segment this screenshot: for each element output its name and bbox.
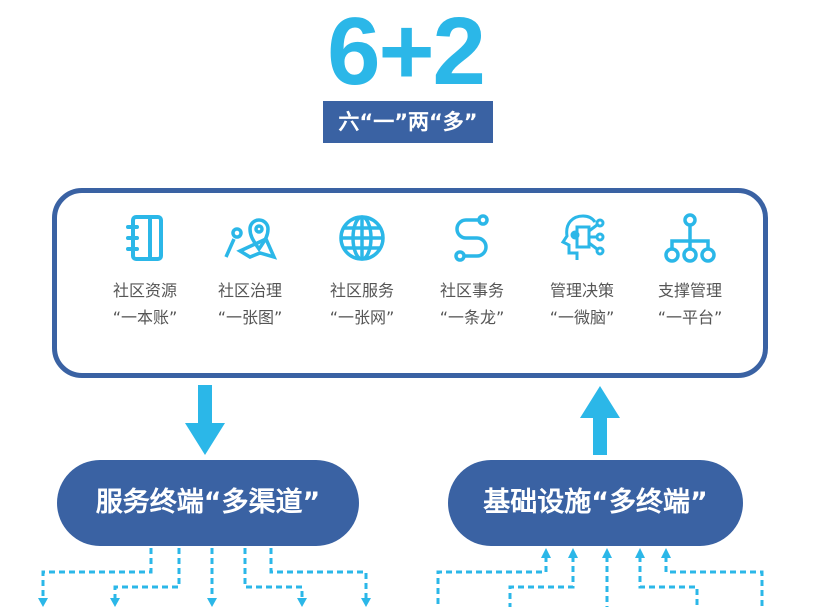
main-title: 6+2 — [327, 0, 486, 105]
module-title: 社区资源 — [112, 281, 177, 300]
right-dotted-lines — [436, 556, 764, 607]
module-subtitle: “一微脑” — [549, 308, 615, 327]
map-pin-icon — [224, 218, 278, 260]
module-subtitle: “一张网” — [329, 308, 395, 327]
path-icon — [454, 214, 489, 262]
modules-panel: 社区资源 “一本账” 社区治理 “一张图” 社区服务 “一张网” 社区事务 “一… — [52, 188, 768, 378]
module-platform: 支撑管理 “一平台” — [635, 213, 745, 331]
subtitle-banner: 六“一”两“多” — [323, 101, 493, 143]
module-decision: 管理决策 “一微脑” — [527, 213, 637, 331]
hierarchy-icon — [664, 213, 716, 263]
right-arrowheads — [541, 548, 671, 558]
module-subtitle: “一张图” — [217, 308, 283, 327]
module-service: 社区服务 “一张网” — [307, 213, 417, 331]
module-subtitle: “一条龙” — [439, 308, 505, 327]
left-dotted-lines — [41, 548, 368, 600]
notebook-icon — [126, 215, 163, 261]
up-arrow — [580, 386, 620, 455]
down-arrow — [185, 385, 225, 455]
ai-head-icon — [560, 214, 605, 260]
left-arrowheads — [38, 598, 371, 607]
module-title: 支撑管理 — [657, 281, 722, 300]
module-title: 社区事务 — [439, 281, 504, 300]
module-title: 社区治理 — [217, 281, 282, 300]
module-title: 社区服务 — [329, 281, 394, 300]
module-subtitle: “一本账” — [112, 308, 178, 327]
service-terminal-pill: 服务终端“多渠道” — [57, 460, 359, 546]
globe-icon — [339, 215, 385, 261]
module-title: 管理决策 — [549, 281, 614, 300]
module-resources: 社区资源 “一本账” — [90, 213, 200, 331]
infrastructure-pill: 基础设施“多终端” — [448, 460, 743, 546]
module-governance: 社区治理 “一张图” — [195, 213, 305, 331]
module-affairs: 社区事务 “一条龙” — [417, 213, 527, 331]
module-subtitle: “一平台” — [657, 308, 723, 327]
